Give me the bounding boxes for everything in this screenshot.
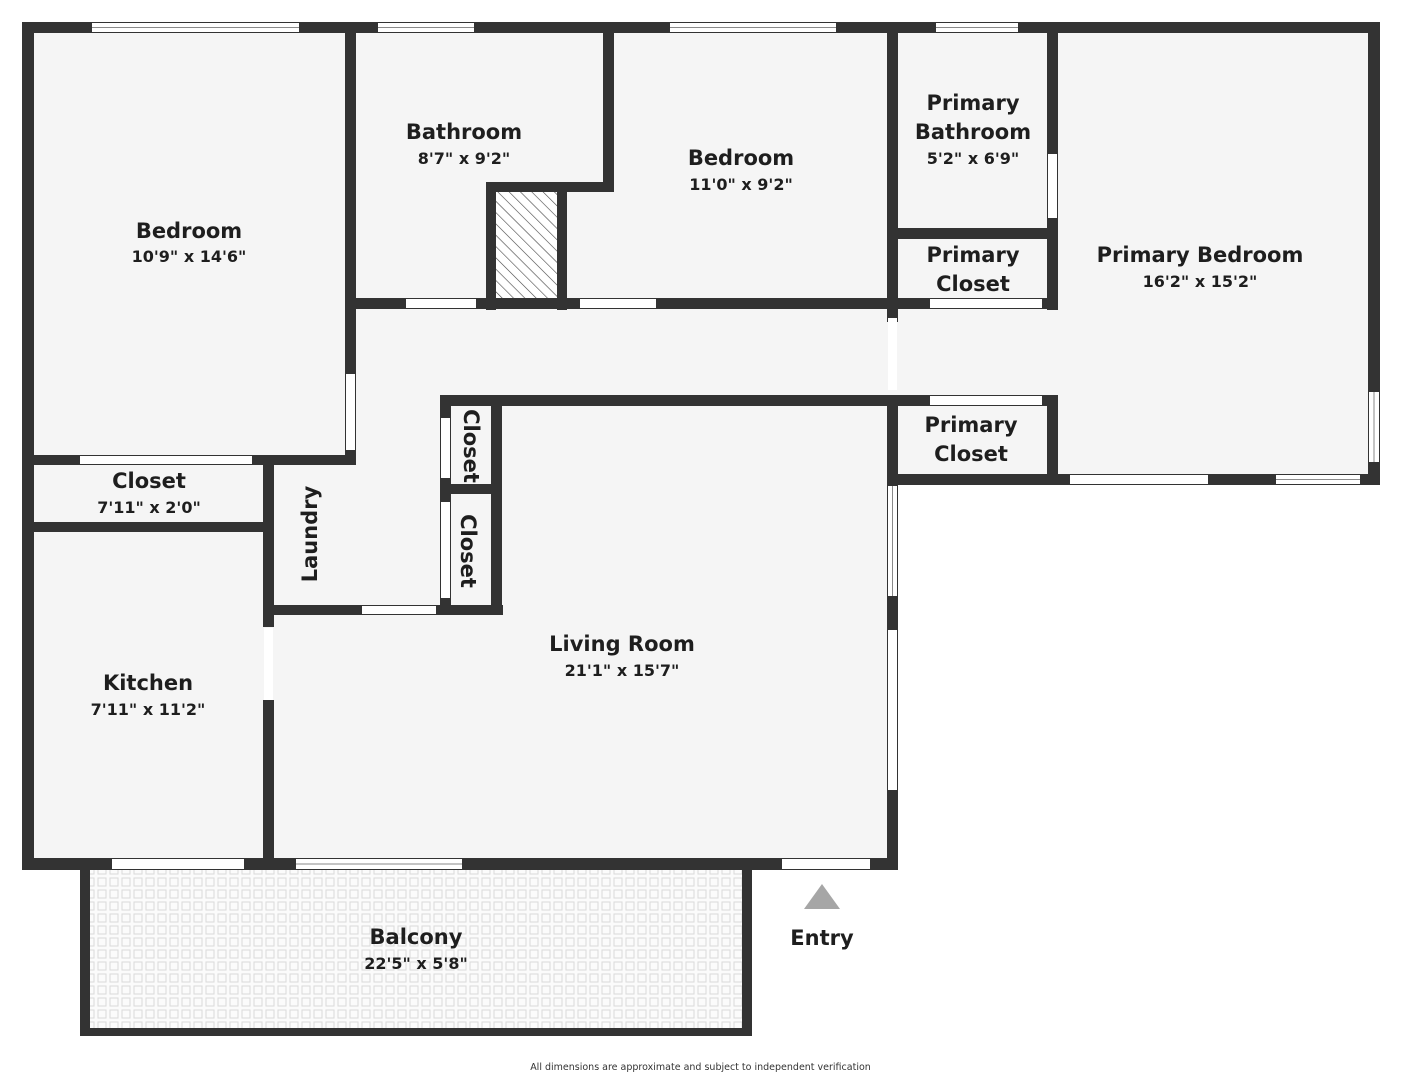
room-labels: Bedroom 10'9" x 14'6" Bathroom 8'7" x 9'… — [91, 91, 1304, 973]
room-name: Closet — [112, 469, 186, 493]
entry-marker: Entry — [790, 884, 854, 950]
floors — [28, 28, 1376, 1032]
room-primary-bathroom: Primary Bathroom 5'2" x 6'9" — [915, 91, 1031, 168]
balcony-floor — [86, 864, 750, 1032]
hatched-shaft — [492, 188, 562, 302]
room-bedroom-middle: Bedroom 11'0" x 9'2" — [688, 146, 794, 194]
room-name: Living Room — [549, 632, 695, 656]
room-dimensions: 5'2" x 6'9" — [927, 149, 1019, 168]
openings — [80, 23, 1379, 869]
room-bedroom-left: Bedroom 10'9" x 14'6" — [132, 219, 247, 266]
room-dimensions: 22'5" x 5'8" — [364, 954, 468, 973]
room-dimensions: 10'9" x 14'6" — [132, 247, 247, 266]
entry-label: Entry — [790, 926, 854, 950]
room-name: Bathroom — [406, 120, 522, 144]
room-name: Primary Bedroom — [1097, 243, 1304, 267]
room-closet-hall-top: Closet — [459, 409, 483, 483]
room-name: Bedroom — [136, 219, 242, 243]
room-name-line1: Primary — [926, 91, 1019, 115]
room-name-line2: Bathroom — [915, 120, 1031, 144]
room-dimensions: 21'1" x 15'7" — [565, 661, 680, 680]
room-primary-closet-top: Primary Closet — [926, 243, 1019, 296]
room-laundry: Laundry — [298, 485, 322, 582]
room-balcony: Balcony 22'5" x 5'8" — [364, 925, 468, 973]
room-primary-bedroom: Primary Bedroom 16'2" x 15'2" — [1097, 243, 1304, 291]
room-name: Kitchen — [103, 671, 193, 695]
room-name: Bedroom — [688, 146, 794, 170]
room-dimensions: 7'11" x 11'2" — [91, 700, 206, 719]
room-kitchen: Kitchen 7'11" x 11'2" — [91, 671, 206, 719]
room-closet-hall-bottom: Closet — [456, 514, 480, 588]
room-name-line1: Primary — [924, 413, 1017, 437]
room-dimensions: 7'11" x 2'0" — [97, 498, 201, 517]
room-name: Laundry — [298, 485, 322, 582]
room-name-line1: Primary — [926, 243, 1019, 267]
room-name-line2: Closet — [936, 272, 1010, 296]
room-dimensions: 16'2" x 15'2" — [1143, 272, 1258, 291]
disclaimer-text: All dimensions are approximate and subje… — [530, 1062, 871, 1073]
room-primary-closet-bottom: Primary Closet — [924, 413, 1017, 466]
room-name: Balcony — [370, 925, 463, 949]
room-living-room: Living Room 21'1" x 15'7" — [549, 632, 695, 680]
room-name: Closet — [456, 514, 480, 588]
room-closet-left: Closet 7'11" x 2'0" — [97, 469, 201, 517]
room-dimensions: 11'0" x 9'2" — [689, 175, 793, 194]
entry-arrow-icon — [804, 884, 840, 909]
room-name-line2: Closet — [934, 442, 1008, 466]
room-dimensions: 8'7" x 9'2" — [418, 149, 510, 168]
room-name: Closet — [459, 409, 483, 483]
room-bathroom: Bathroom 8'7" x 9'2" — [406, 120, 522, 168]
